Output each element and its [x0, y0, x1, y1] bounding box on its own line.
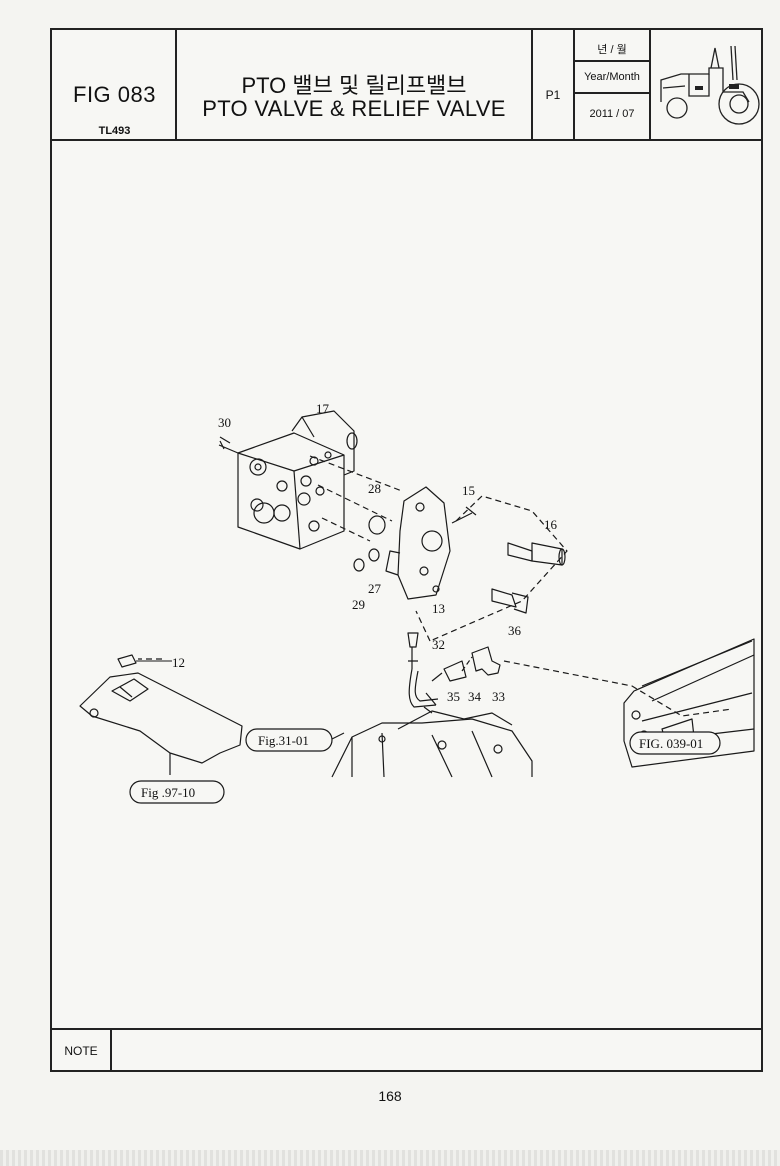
scan-artifact-bar [0, 1150, 780, 1166]
callout-12: 12 [172, 655, 185, 670]
date-cell: 년 / 월 Year/Month 2011 / 07 [575, 30, 651, 139]
callout-33: 33 [492, 689, 505, 704]
ref-oval-fig-97 [129, 780, 225, 804]
date-value: 2011 / 07 [589, 108, 635, 120]
relief-valve-16 [507, 542, 533, 562]
callout-13: 13 [432, 601, 445, 616]
note-label: NOTE [52, 1030, 112, 1072]
page-code-cell: P1 [533, 30, 575, 139]
callout-29: 29 [352, 597, 365, 612]
callout-15: 15 [462, 483, 475, 498]
title-korean: PTO 밸브 및 릴리프밸브 [241, 73, 467, 98]
page-number: 168 [378, 1088, 402, 1104]
fitting-34 [443, 660, 467, 682]
transmission-housing [331, 718, 533, 778]
ref-fig-31-01: Fig.31-01 [258, 733, 309, 748]
o-ring-29 [353, 558, 365, 572]
note-row: NOTE [52, 1028, 761, 1072]
date-divider-1 [575, 30, 649, 62]
callout-28: 28 [368, 481, 381, 496]
callout-17: 17 [316, 401, 330, 416]
tractor-thumbnail [651, 30, 763, 139]
ref-oval-fig-039 [629, 731, 721, 755]
exploded-diagram: 30 17 28 15 16 27 29 13 36 32 12 35 34 3… [52, 141, 761, 1028]
elbow-33 [471, 646, 501, 676]
callout-35: 35 [447, 689, 460, 704]
bolt-35 [423, 692, 437, 714]
page-code: P1 [545, 88, 561, 102]
title-cell: PTO 밸브 및 릴리프밸브 PTO VALVE & RELIEF VALVE [177, 30, 533, 139]
diagram-svg: 30 17 28 15 16 27 29 13 36 32 12 35 34 3… [79, 401, 755, 804]
bolt-15 [451, 506, 477, 524]
ref-fig-039-01: FIG. 039-01 [639, 736, 703, 751]
page-frame: FIG 083 TL493 PTO 밸브 및 릴리프밸브 PTO VALVE &… [50, 28, 763, 1072]
callout-27: 27 [368, 581, 382, 596]
bolt-30 [218, 440, 239, 454]
rear-housing [623, 638, 755, 768]
title-english: PTO VALVE & RELIEF VALVE [202, 96, 506, 121]
callout-36: 36 [508, 623, 522, 638]
callout-16: 16 [544, 517, 558, 532]
pin-12 [117, 654, 137, 668]
date-divider-2 [575, 60, 649, 94]
figure-id-cell: FIG 083 TL493 [52, 30, 177, 139]
cover-plate-13 [397, 486, 451, 600]
date-label-korean: 년 / 월 [597, 44, 627, 56]
relief-valve-36 [491, 588, 517, 608]
callout-34: 34 [468, 689, 482, 704]
header-divider [52, 139, 761, 141]
fitting-32 [407, 632, 419, 648]
ref-fig-97-10: Fig .97-10 [141, 785, 195, 800]
callout-30: 30 [218, 415, 231, 430]
valve-block-17 [237, 432, 345, 550]
ref-oval-fig-31 [245, 728, 333, 752]
floor-plate [79, 672, 243, 764]
tractor-icon [660, 45, 760, 125]
model-code: TL493 [98, 125, 131, 137]
callout-32: 32 [432, 637, 445, 652]
o-ring-27 [368, 548, 380, 562]
o-ring-28 [368, 515, 386, 535]
date-label-english: Year/Month [584, 71, 640, 83]
figure-number: FIG 083 [73, 82, 156, 107]
